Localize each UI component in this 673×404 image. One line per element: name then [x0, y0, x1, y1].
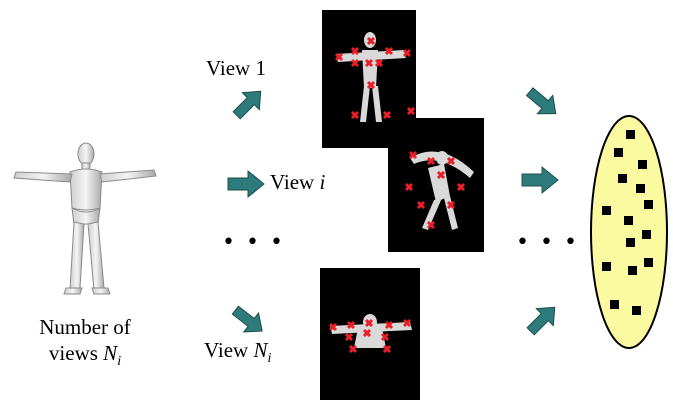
arrow-icon [521, 165, 559, 195]
arrow-icon [231, 305, 263, 333]
cross-marker-icon [334, 36, 416, 120]
caption-line2: views Ni [48, 341, 122, 370]
ellipsis-right: • • • [516, 230, 579, 255]
ellipsis-left: • • • [222, 230, 285, 255]
feature-square-icon [602, 130, 653, 315]
arrow-icon [526, 306, 556, 336]
cross-marker-icon [328, 318, 412, 354]
human-model-icon [13, 142, 157, 295]
arrow-icon [232, 90, 262, 120]
cross-marker-icon [404, 150, 466, 230]
views-caption: Number of views Ni [20, 314, 150, 375]
view-i-label: View i [270, 170, 326, 194]
arrow-icon [525, 87, 557, 115]
view-n-label: View Ni [204, 338, 272, 367]
caption-line1: Number of [39, 315, 131, 339]
feature-space-ellipse [590, 115, 668, 349]
arrow-icon [227, 169, 265, 199]
view-n-panel [320, 268, 420, 400]
view-i-panel [388, 118, 484, 252]
view-1-label: View 1 [206, 56, 266, 80]
